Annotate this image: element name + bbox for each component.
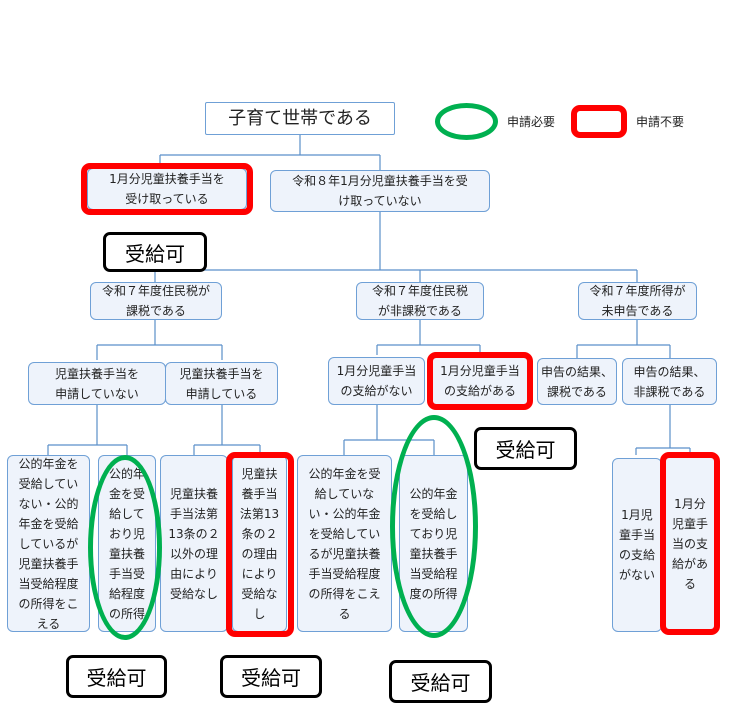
node-declared-taxed: 申告の結果、 課税である xyxy=(537,358,617,405)
legend-green-ellipse xyxy=(435,103,498,140)
node-non-taxed: 令和７年度住民税 が非課税である xyxy=(356,282,484,320)
node-declared-non-taxed: 申告の結果、 非課税である xyxy=(622,358,717,405)
legend-red-label: 申請不要 xyxy=(636,115,685,129)
green-highlight xyxy=(88,455,162,640)
node-taxed: 令和７年度住民税が 課税である xyxy=(90,282,222,320)
callout-eligible: 受給可 xyxy=(220,655,322,698)
red-highlight xyxy=(81,163,253,215)
leaf-no-child-allowance: 1月児 童手当 の支給 がない xyxy=(612,458,662,632)
callout-eligible: 受給可 xyxy=(389,660,492,703)
node-child-allowance: 1月分児童手当 の支給がある xyxy=(430,357,530,405)
leaf-pension-over-2: 公的年金を受 給していな い・公的年金 を受給してい るが児童扶養 手当受給程度… xyxy=(297,455,392,632)
node-not-applied: 児童扶養手当を 申請していない xyxy=(28,362,166,405)
leaf-other-reason: 児童扶養 手当法第 13条の２ 以外の理 由により 受給なし xyxy=(160,455,228,632)
red-highlight xyxy=(226,452,294,637)
node-receiving-jan: 1月分児童扶養手当を 受け取っている xyxy=(87,168,247,210)
node-not-receiving-jan: 令和８年1月分児童扶養手当を受 け取っていない xyxy=(270,170,490,212)
callout-eligible: 受給可 xyxy=(103,232,207,272)
leaf-pension-over: 公的年金を 受給してい ない・公的 年金を受給 しているが 児童扶養手 当受給程… xyxy=(7,455,90,632)
red-highlight xyxy=(660,452,720,635)
node-no-child-allowance: 1月分児童手当 の支給がない xyxy=(328,357,425,405)
root-node: 子育て世帯である xyxy=(205,102,395,135)
leaf-article13-reason: 児童扶 養手当 法第13 条の２ の理由 により 受給な し xyxy=(232,455,287,632)
node-applied: 児童扶養手当を 申請している xyxy=(165,362,278,405)
callout-eligible: 受給可 xyxy=(66,655,167,698)
callout-eligible: 受給可 xyxy=(474,427,577,470)
leaf-child-allowance: 1月分 児童手 当の支 給があ る xyxy=(663,455,717,632)
node-undeclared: 令和７年度所得が 未申告である xyxy=(578,282,697,320)
green-highlight xyxy=(390,415,478,638)
legend-red-rect xyxy=(571,105,627,138)
red-highlight xyxy=(427,352,533,410)
legend-green-label: 申請必要 xyxy=(507,115,556,129)
